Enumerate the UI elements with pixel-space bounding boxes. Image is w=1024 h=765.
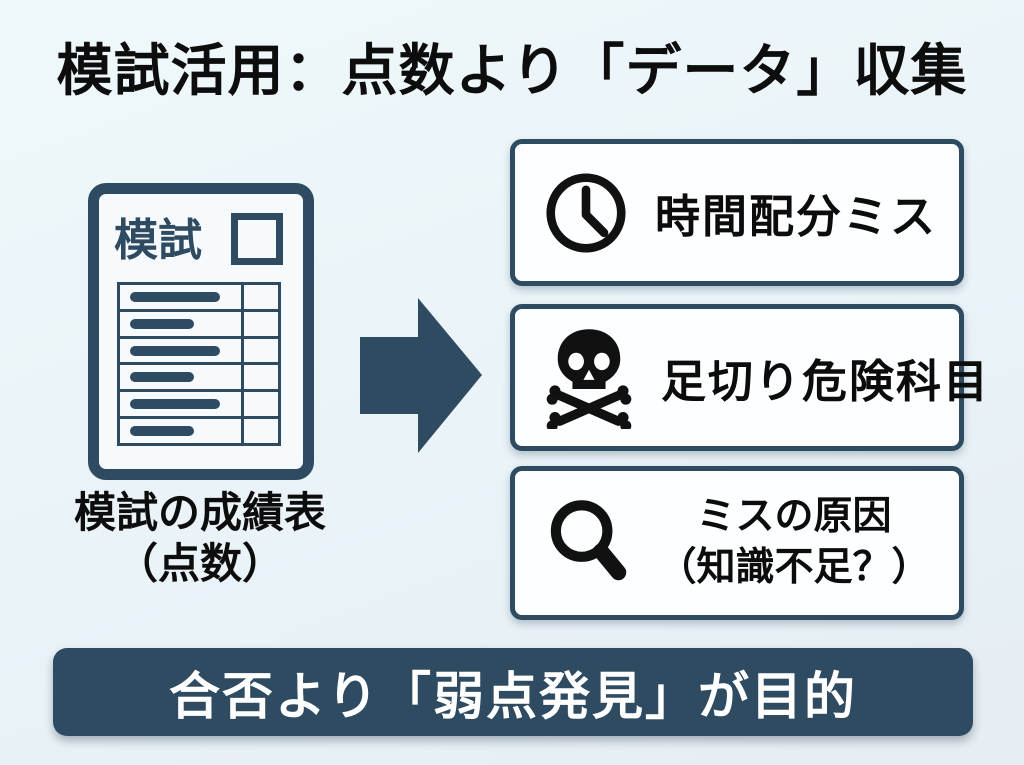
finding-box-cause: ミスの原因 （知識不足？） [510,466,964,620]
table-row [120,365,278,393]
finding-box-time: 時間配分ミス [510,139,964,286]
page-title: 模試活用：点数より「データ」収集 [56,39,968,104]
clock-icon [546,172,626,253]
magnifier-icon [550,500,627,581]
caption-line-1: 模試の成績表 [73,488,326,537]
report-sheet-checkbox-shape [231,213,283,265]
conclusion-banner: 合否より「弱点発見」が目的 [53,648,973,736]
conclusion-text: 合否より「弱点発見」が目的 [169,668,857,727]
table-row [120,285,278,312]
row-bar [130,291,220,302]
report-sheet-table [117,282,281,446]
finding-label-line-2: （知識不足？） [657,545,931,590]
table-row [120,419,278,443]
row-bar [130,345,220,356]
row-bar [130,372,194,383]
finding-label-line-1: ミスの原因 [696,494,892,540]
row-bar [130,399,220,410]
skull-crossbones-icon [546,328,632,429]
caption-line-2: （点数） [115,539,284,589]
document-caption: 模試の成績表 （点数） [28,487,372,589]
row-bar [130,426,194,437]
finding-box-danger: 足切り危険科目 [510,304,988,451]
table-row [120,392,278,420]
report-sheet-label: 模試 [114,215,202,266]
finding-label: 足切り危険科目 [661,355,991,408]
finding-label: ミスの原因 （知識不足？） [635,492,953,593]
finding-label: 時間配分ミス [655,190,938,243]
row-bar [130,318,194,329]
right-block-arrow-icon [360,298,482,453]
report-sheet-icon: 模試 [88,183,314,480]
table-row [120,311,278,339]
table-row [120,338,278,366]
